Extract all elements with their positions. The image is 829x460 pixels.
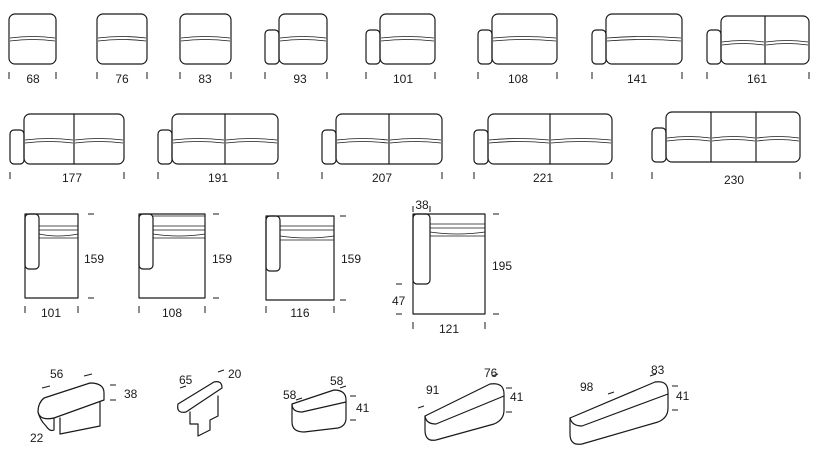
module-93: 93	[264, 13, 328, 86]
accessory-pouf-small-b: 58	[330, 374, 344, 388]
accessory-pouf-small: 58 58 41	[283, 374, 370, 433]
accessory-armrest-c: 22	[30, 431, 44, 445]
chaise-101: 159 101	[24, 213, 104, 320]
width-label-108: 108	[508, 72, 528, 86]
accessory-backrest: 65 20	[177, 367, 242, 437]
depth-label-108: 159	[212, 252, 232, 266]
module-207: 207	[321, 113, 443, 185]
module-191: 191	[157, 113, 279, 185]
width-label-177: 177	[62, 171, 82, 185]
accessory-armrest-b: 38	[124, 387, 138, 401]
width-label-83: 83	[198, 72, 212, 86]
width-label-221: 221	[533, 171, 553, 185]
module-177: 177	[9, 113, 125, 185]
accessory-pouf-large-c: 41	[676, 389, 690, 403]
chaise-116: 159 116	[265, 215, 361, 320]
module-68: 68	[8, 13, 57, 86]
chaise-121: 38 195 47 121	[392, 198, 512, 336]
accessory-pouf-medium-a: 91	[426, 383, 440, 397]
module-161: 161	[706, 15, 810, 86]
module-101: 101	[365, 13, 436, 86]
width-label-191: 191	[208, 171, 228, 185]
accessory-pouf-medium-b: 76	[484, 366, 498, 380]
module-76: 76	[96, 13, 148, 86]
width-label-chaise-116: 116	[290, 306, 309, 320]
width-label-207: 207	[372, 171, 392, 185]
width-label-chaise-101: 101	[41, 306, 61, 320]
module-141: 141	[591, 13, 683, 86]
accessory-armrest-a: 56	[50, 367, 64, 381]
module-108: 108	[477, 13, 558, 86]
arm-label-121: 38	[415, 198, 429, 212]
accessory-pouf-large-b: 83	[651, 363, 665, 377]
accessory-backrest-a: 65	[179, 373, 193, 387]
accessory-pouf-medium-c: 41	[510, 390, 524, 404]
depth-label-121: 195	[492, 259, 512, 273]
width-label-chaise-121: 121	[439, 322, 459, 336]
depth-label-101: 159	[84, 252, 104, 266]
depth-label-116: 159	[341, 252, 361, 266]
accessory-backrest-b: 20	[228, 367, 242, 381]
width-label-68: 68	[26, 72, 40, 86]
seat-label-121: 47	[392, 294, 406, 308]
width-label-93: 93	[293, 72, 307, 86]
accessory-pouf-large: 98 83 41	[569, 363, 690, 445]
accessory-armrest: 56 38 22	[30, 367, 138, 445]
width-label-76: 76	[115, 72, 129, 86]
width-label-230: 230	[724, 173, 744, 187]
accessory-pouf-small-c: 41	[356, 401, 370, 415]
width-label-chaise-108: 108	[162, 306, 182, 320]
module-83: 83	[179, 13, 232, 86]
width-label-161: 161	[747, 72, 767, 86]
accessory-pouf-medium: 91 76 41	[417, 366, 524, 441]
accessory-pouf-large-a: 98	[580, 380, 594, 394]
accessory-pouf-small-a: 58	[283, 388, 297, 402]
module-230: 230	[651, 111, 801, 187]
chaise-108: 159 108	[138, 213, 232, 320]
width-label-101: 101	[393, 72, 413, 86]
width-label-141: 141	[627, 72, 647, 86]
module-221: 221	[473, 113, 613, 185]
